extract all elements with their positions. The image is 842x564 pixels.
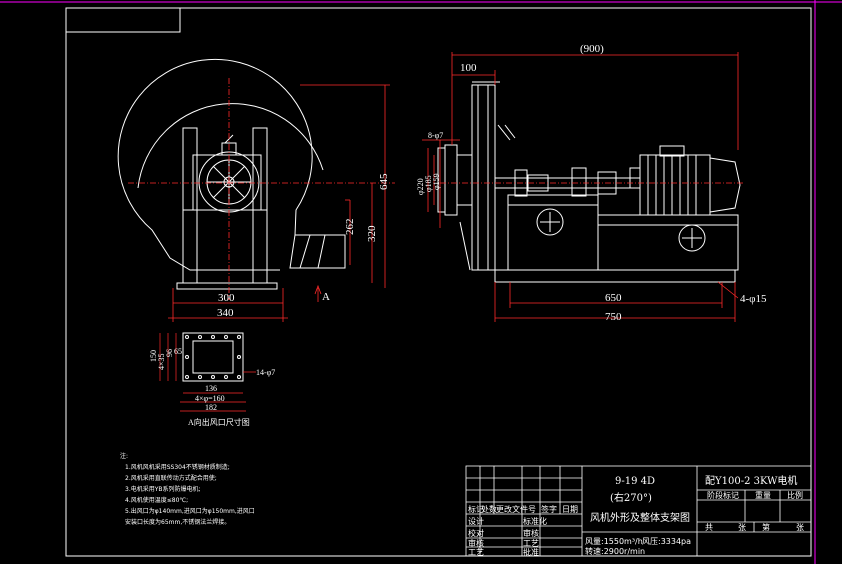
tb-row-approve: 批准 [523, 547, 539, 557]
dim-340: 340 [217, 307, 234, 319]
tb-row-check: 校对 [468, 528, 484, 538]
outlet-dim-pitch: 4×φ=160 [195, 394, 225, 403]
note-2: 2.风机采用直联传动方式配合用使; [125, 474, 217, 482]
dim-900: (900) [580, 43, 604, 55]
tb-perf-speed: 转速:2900r/min [585, 546, 645, 556]
outlet-dim-136: 136 [205, 384, 217, 393]
tb-col-count: 处数 [481, 504, 497, 514]
tb-col-sign: 签字 [541, 504, 557, 514]
outlet-view [182, 332, 244, 382]
dim-8-7: 8-φ7 [428, 131, 443, 140]
dim-185: φ185 [424, 175, 433, 192]
outlet-dim-96: 96 [165, 349, 174, 357]
outlet-dim-182: 182 [205, 403, 217, 412]
side-view [437, 81, 741, 283]
outlet-dim-4x35: 4×35 [157, 353, 166, 370]
tb-row-review-2: 审核 [468, 538, 484, 548]
volute-casing [117, 58, 313, 271]
tb-perf-flow: 风量:1550m³/h [585, 537, 643, 546]
note-3: 3.电机采用YB系列防爆电机; [125, 485, 201, 493]
volute-inner [137, 103, 324, 189]
outlet-dim-holes: 14-φ7 [256, 368, 275, 377]
tb-model-line2: (右270°) [610, 491, 652, 504]
outlet-view-dimensions [159, 333, 256, 412]
dim-645: 645 [378, 173, 390, 190]
title-block [465, 465, 812, 557]
dim-750: 750 [605, 311, 622, 323]
tb-row-design: 设计 [468, 516, 484, 526]
access-hole-1 [536, 208, 564, 236]
dim-4-15: 4-φ15 [740, 293, 767, 305]
tb-hdr-total: 共 [705, 523, 713, 532]
dim-262: 262 [344, 219, 356, 236]
tb-motor: 配Y100-2 3KW电机 [705, 474, 797, 487]
tb-row-review: 审核 [523, 528, 539, 538]
terminal-box [659, 145, 685, 157]
outlet-view-caption: A向出风口尺寸图 [188, 417, 250, 427]
tb-row-process-2: 工艺 [468, 548, 484, 557]
tb-hdr-num: 第 [762, 522, 770, 532]
front-view-dimensions [128, 78, 395, 322]
note-4: 4.风机使用温度≤80℃; [125, 496, 188, 504]
dim-650: 650 [605, 292, 622, 304]
tb-hdr-stage: 阶段标记 [707, 490, 739, 500]
tb-col-mark: 标记 [468, 504, 484, 514]
motor-fan-cover [709, 157, 741, 213]
dim-100: 100 [460, 62, 477, 74]
tb-hdr-weight: 重量 [755, 490, 771, 500]
view-arrow-a: A [322, 291, 330, 303]
dim-300: 300 [218, 292, 235, 304]
base-plate [176, 282, 278, 290]
tb-hdr-sheet2: 张 [796, 523, 804, 532]
outlet-flange [182, 332, 244, 382]
corner-box [65, 7, 181, 33]
tb-model-line1: 9-19 4D [615, 476, 655, 487]
note-1: 1.风机风机采用SS304不锈钢材质制造; [125, 463, 230, 471]
outlet-dim-65: 65 [174, 347, 182, 356]
bearing-2 [571, 167, 587, 197]
tb-row-std: 标准化 [523, 516, 547, 526]
side-view-dimensions [422, 52, 745, 322]
tb-hdr-ratio: 比例 [787, 490, 803, 500]
notes-title: 注: [120, 452, 128, 460]
outlet-opening [192, 340, 234, 374]
inlet-neck [456, 154, 473, 206]
access-hole-2 [678, 224, 706, 252]
dim-320: 320 [366, 225, 378, 242]
outlet-duct [289, 234, 346, 269]
outlet-dim-150: 150 [149, 350, 158, 362]
note-5: 5.出风口为φ140mm,进风口为φ150mm,进风口 [125, 507, 255, 515]
tb-col-date: 日期 [562, 505, 578, 514]
tb-hdr-sheet: 张 [738, 523, 746, 532]
dim-159: φ159 [432, 173, 441, 190]
tb-row-process: 工艺 [523, 539, 539, 548]
dim-220: φ220 [416, 178, 425, 195]
note-6: 安装口长度为65mm,不锈钢法兰焊接。 [125, 518, 230, 526]
tb-col-doc: 更改文件号 [496, 504, 536, 514]
tb-perf-pressure: 风压:3334pa [642, 537, 691, 546]
tb-drawing-title: 风机外形及整体支架图 [590, 511, 690, 524]
drawing-frame [65, 7, 812, 557]
